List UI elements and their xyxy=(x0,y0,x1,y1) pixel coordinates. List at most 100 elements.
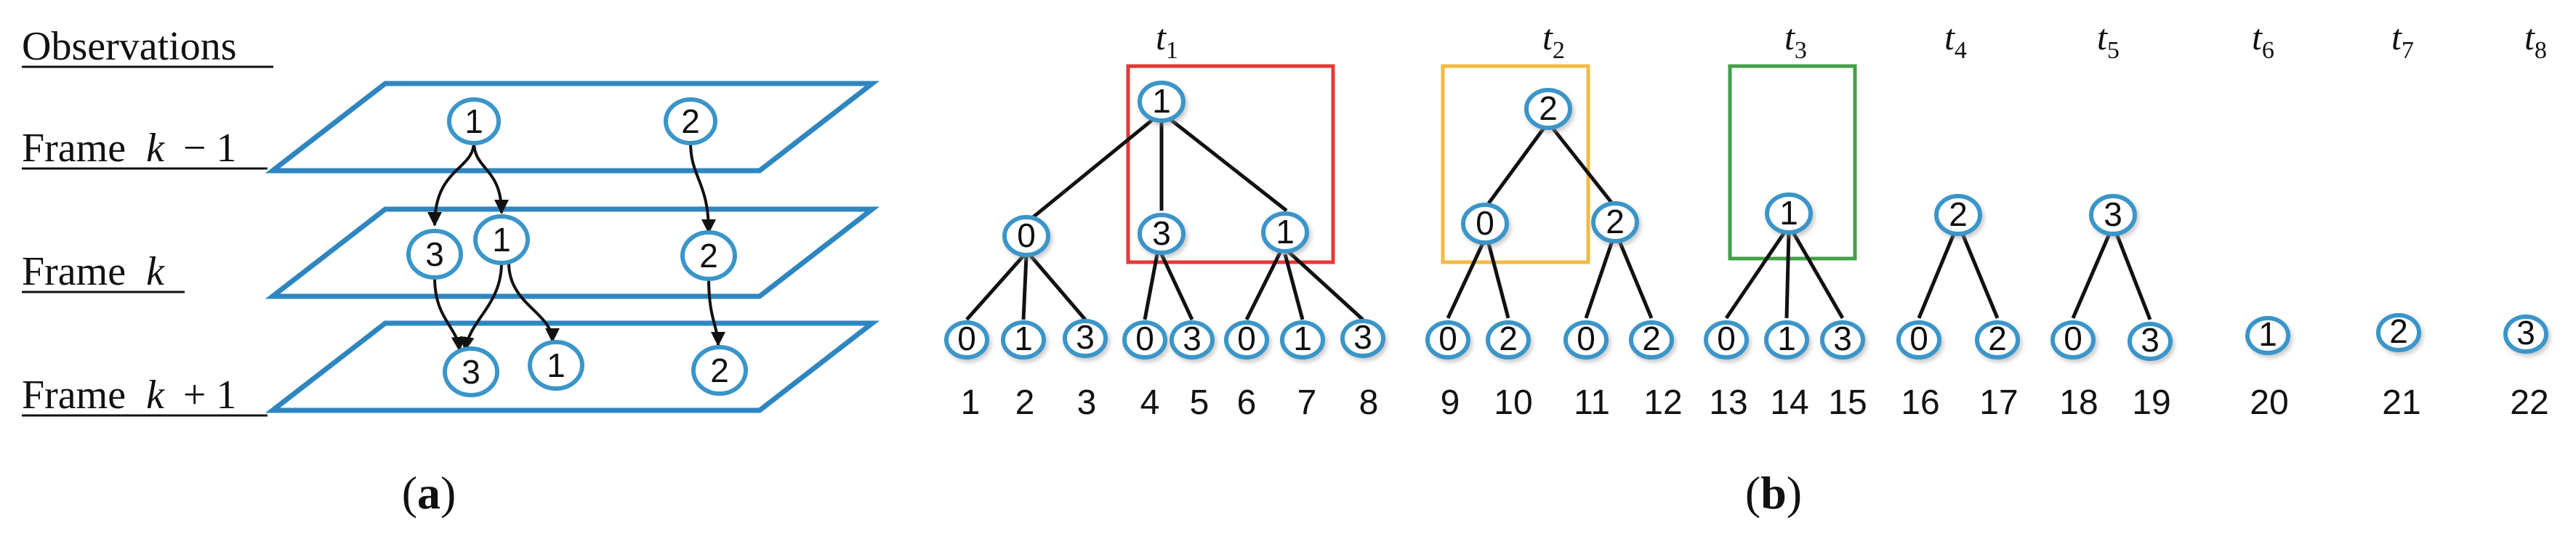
svg-text:2: 2 xyxy=(710,352,729,389)
leaf-number: 15 xyxy=(1828,383,1867,422)
obs-node: 3 xyxy=(443,346,499,397)
tree-node: 0 xyxy=(1461,203,1509,245)
tree-node: 3 xyxy=(2089,194,2137,236)
time-label-t7: t7 xyxy=(2391,17,2414,64)
svg-text:0: 0 xyxy=(1577,320,1595,357)
svg-text:0: 0 xyxy=(1135,320,1154,357)
leaf-node: 0 xyxy=(1563,320,1609,360)
tree-node: 2 xyxy=(1524,88,1572,130)
svg-text:0: 0 xyxy=(1438,320,1457,357)
leaf-number: 2 xyxy=(1015,383,1035,422)
leaf-number: 16 xyxy=(1901,383,1939,422)
panel-a: Observations Frame k − 1 Frame k Frame k xyxy=(22,24,880,519)
leaf-node: 1 xyxy=(2245,315,2290,355)
leaf-number: 17 xyxy=(1979,383,2018,422)
svg-text:3: 3 xyxy=(2104,195,2122,233)
svg-text:1: 1 xyxy=(1152,82,1171,120)
frame-mid-nodes: 3 1 2 xyxy=(406,214,737,281)
svg-text:Frame k + 1: Frame k + 1 xyxy=(22,373,237,418)
leaf-number: 1 xyxy=(961,383,981,422)
tree-node: 2 xyxy=(1934,194,1982,236)
svg-text:1: 1 xyxy=(1779,194,1798,232)
leaf-node: 1 xyxy=(1764,320,1809,360)
tree-middle-nodes: 0 3 1 0 2 1 2 3 xyxy=(1002,192,2137,257)
svg-text:0: 0 xyxy=(1017,216,1036,254)
association-arrows xyxy=(427,141,725,352)
svg-text:1: 1 xyxy=(2258,315,2277,353)
leaf-node: 0 xyxy=(944,320,989,360)
panel-a-caption: (a) xyxy=(402,467,456,519)
svg-text:0: 0 xyxy=(2064,320,2082,357)
svg-text:3: 3 xyxy=(1353,318,1372,356)
time-label-t4: t4 xyxy=(1944,17,1967,64)
obs-node: 2 xyxy=(664,97,717,145)
leaf-number: 5 xyxy=(1190,383,1209,422)
obs-node: 1 xyxy=(447,97,501,145)
svg-text:3: 3 xyxy=(1833,320,1852,357)
leaf-number: 22 xyxy=(2510,383,2548,422)
time-label-t2: t2 xyxy=(1542,17,1565,64)
leaf-node: 0 xyxy=(1224,320,1269,360)
leaf-node: 0 xyxy=(2050,320,2096,360)
tree-node: 1 xyxy=(1261,211,1309,253)
tree-node: 0 xyxy=(1002,215,1050,257)
frame-k-minus-1-label: Frame k − 1 xyxy=(22,126,267,171)
svg-text:0: 0 xyxy=(1717,320,1736,357)
highlight-box-t3 xyxy=(1728,64,1857,261)
obs-node: 1 xyxy=(528,340,584,391)
svg-text:0: 0 xyxy=(1909,320,1928,357)
svg-text:2: 2 xyxy=(2389,312,2408,350)
leaf-node: 2 xyxy=(2376,312,2421,352)
svg-text:2: 2 xyxy=(1499,320,1518,357)
leaf-node: 3 xyxy=(1340,318,1385,358)
highlight-box-t1 xyxy=(1126,64,1335,264)
leaf-node: 2 xyxy=(1486,320,1531,360)
leaf-node: 3 xyxy=(2503,314,2548,354)
leaf-node: 3 xyxy=(1170,320,1215,360)
frame-k-plus-1-label: Frame k + 1 xyxy=(22,373,267,418)
svg-text:Frame k: Frame k xyxy=(22,249,165,294)
svg-text:0: 0 xyxy=(1476,204,1494,242)
svg-text:2: 2 xyxy=(1642,320,1661,357)
frame-bot-nodes: 3 1 2 xyxy=(443,340,748,397)
svg-text:0: 0 xyxy=(1237,320,1256,357)
svg-text:1: 1 xyxy=(1293,320,1312,357)
svg-text:3: 3 xyxy=(1152,214,1171,252)
leaf-number: 3 xyxy=(1077,383,1097,422)
panel-b-caption: (b) xyxy=(1745,467,1802,519)
leaf-node: 0 xyxy=(1704,320,1749,360)
svg-text:2: 2 xyxy=(1539,89,1558,127)
leaf-number: 11 xyxy=(1574,383,1610,422)
time-label-t3: t3 xyxy=(1784,17,1807,64)
leaf-number: 6 xyxy=(1237,383,1257,422)
tree-node: 3 xyxy=(1138,213,1186,255)
obs-node: 2 xyxy=(691,345,748,396)
svg-text:1: 1 xyxy=(492,221,511,259)
leaf-node: 3 xyxy=(1820,320,1865,360)
svg-text:2: 2 xyxy=(1949,195,1968,233)
obs-node: 3 xyxy=(406,229,463,280)
svg-text:3: 3 xyxy=(2516,314,2535,352)
svg-text:3: 3 xyxy=(1076,318,1095,356)
leaf-number: 12 xyxy=(1643,383,1682,422)
leaf-node: 0 xyxy=(1896,320,1941,360)
svg-text:3: 3 xyxy=(462,353,480,391)
tree-node: 2 xyxy=(1591,201,1639,243)
svg-text:1: 1 xyxy=(1777,320,1796,357)
time-label-t6: t6 xyxy=(2252,17,2274,64)
svg-text:1: 1 xyxy=(1276,213,1295,251)
svg-text:2: 2 xyxy=(699,237,718,275)
svg-text:2: 2 xyxy=(681,102,700,140)
tree-root-nodes: 1 2 xyxy=(1138,81,1572,130)
leaf-node: 3 xyxy=(2128,321,2173,361)
svg-text:1: 1 xyxy=(547,346,565,384)
leaf-number: 10 xyxy=(1494,383,1532,422)
svg-text:3: 3 xyxy=(2141,321,2160,359)
svg-text:0: 0 xyxy=(957,320,976,357)
time-label-t5: t5 xyxy=(2097,17,2120,64)
leaf-number: 20 xyxy=(2250,383,2288,422)
panel-b: t1 t2 t3 t4 t5 t6 t7 t8 xyxy=(944,17,2549,519)
leaf-number: 18 xyxy=(2059,383,2098,422)
